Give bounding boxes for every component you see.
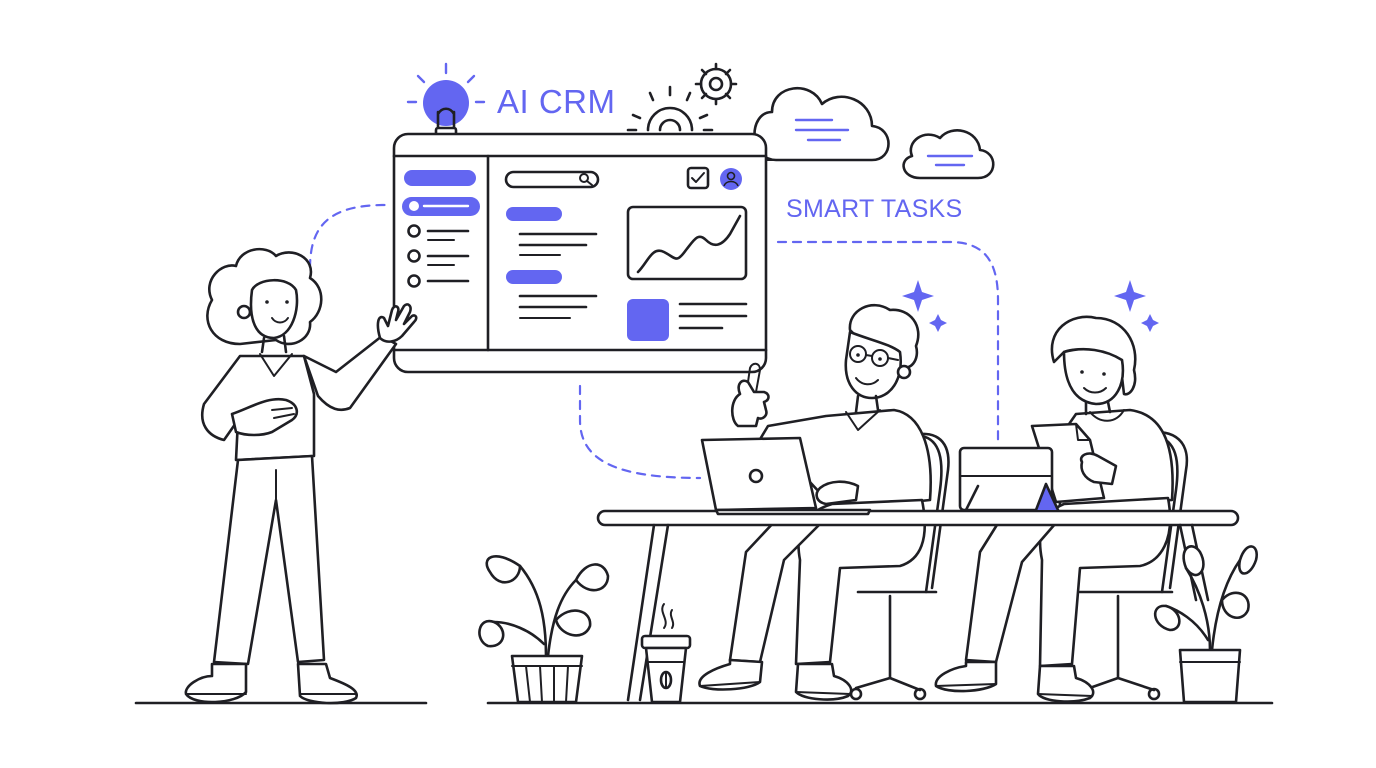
crm-dashboard-window [392, 132, 768, 374]
tablet [958, 446, 1060, 512]
coffee-cup-icon [640, 603, 692, 704]
sidebar-item [407, 274, 470, 288]
sidebar-item [407, 249, 470, 266]
sidebar-item-active [404, 170, 476, 186]
search-icon [579, 173, 593, 186]
sidebar-item [407, 224, 470, 241]
summary-card [627, 299, 748, 341]
content-block [506, 207, 598, 256]
connector-lines [308, 203, 1000, 480]
sparkle-icon [1114, 280, 1159, 332]
cloud-icon [753, 87, 890, 162]
plant-icon [478, 555, 610, 704]
sparkle-icon [902, 280, 947, 332]
smart-tasks-label: SMART TASKS [786, 195, 963, 223]
line-chart-card [626, 205, 748, 281]
user-avatar-icon [720, 168, 742, 190]
ai-crm-title: AI CRM [497, 83, 616, 120]
checkbox-icon [686, 166, 710, 190]
search-input [504, 170, 600, 189]
content-block [506, 270, 598, 319]
sidebar [402, 170, 480, 288]
cloud-icon [902, 129, 995, 180]
gear-icon [626, 62, 738, 132]
presenter-person [184, 247, 418, 705]
laptop [700, 436, 872, 516]
plant-icon [1153, 545, 1258, 704]
lightbulb-icon [406, 62, 486, 146]
